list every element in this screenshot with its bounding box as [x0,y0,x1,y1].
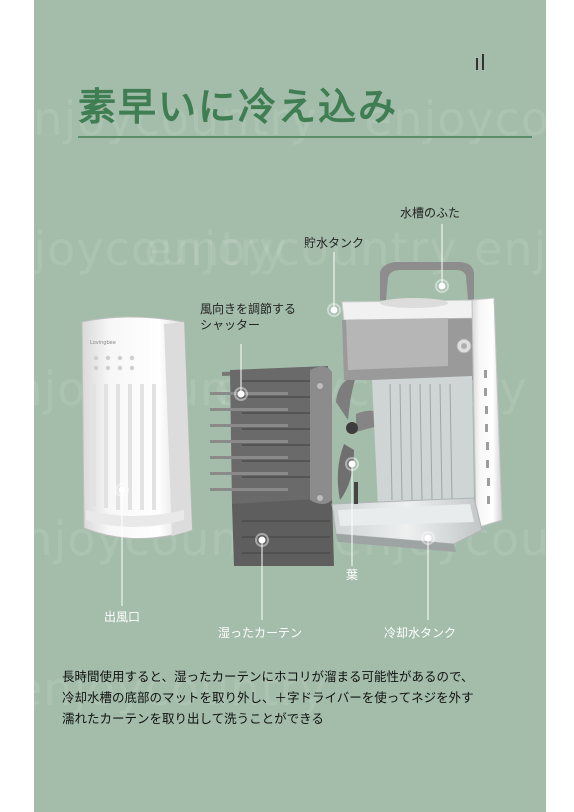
label-tank-lid: 水槽のふた [400,206,461,220]
page-title: 素早いに冷え込み [78,85,399,129]
watermark: enjoycountry [34,662,328,716]
description-line: 冷却水槽の底部のマットを取り外し、＋字ドライバーを使ってネジを外す [62,690,474,705]
label-shutter-line2: シャッター [200,318,261,332]
description: 長時間使用すると、湿ったカーテンにホコリが溜まる可能性があるので、 冷却水槽の底… [62,666,532,729]
exploded-view-illustration: Lovingbee [81,224,503,620]
description-line: 濡れたカーテンを取り出して洗うことができる [62,711,324,726]
brand-label: Lovingbee [90,340,116,346]
label-water-tank: 貯水タンク [304,236,365,250]
fan-blades [336,376,386,500]
label-cooling-tank: 冷却水タンク [384,626,457,640]
corner-mark [476,58,478,70]
shutter-and-curtain [210,366,334,566]
corner-mark [482,54,484,70]
label-blade: 葉 [346,568,359,582]
label-wet-curtain: 湿ったカーテン [218,626,303,640]
description-line: 長時間使用すると、湿ったカーテンにホコリが溜まる可能性があるので、 [62,669,474,684]
outer-housing: Lovingbee [81,316,193,540]
label-shutter-line1: 風向きを調節する [200,302,297,316]
watermark: enjoycountry [474,222,546,276]
title-divider [78,136,532,138]
content-panel: enjoycountry enjoycountry enjoycountry e… [34,0,546,812]
watermark: enjoycountry [34,222,288,276]
tank-housing [331,262,503,552]
label-outlet: 出風口 [104,610,141,624]
